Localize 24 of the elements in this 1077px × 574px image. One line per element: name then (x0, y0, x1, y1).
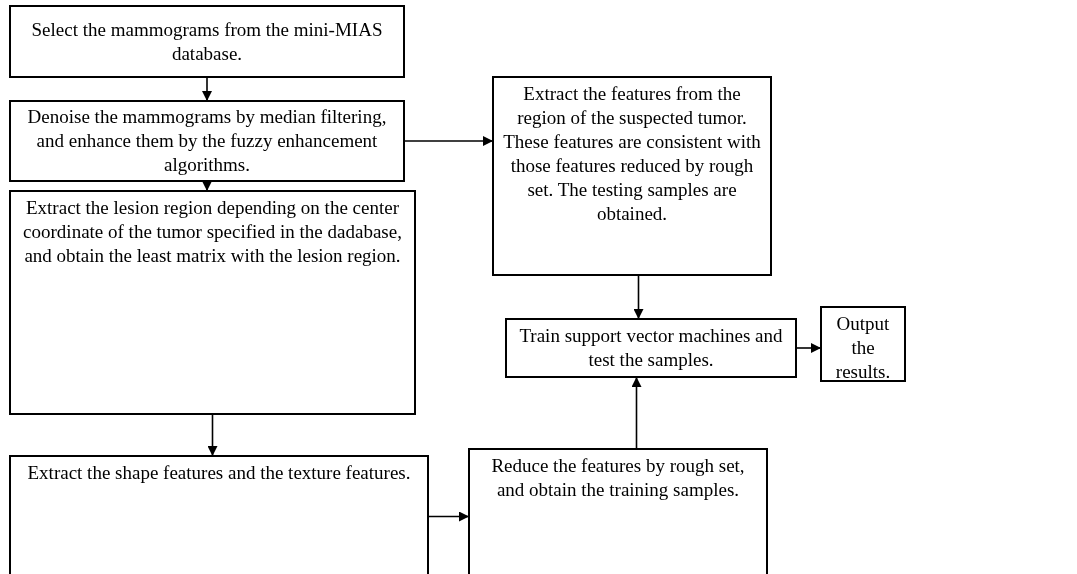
process-box (505, 318, 797, 378)
step-text: Train support vector machines and test the samples. (518, 324, 784, 372)
arrow (202, 181, 212, 191)
process-box (492, 76, 772, 276)
arrow (428, 511, 469, 522)
step-text: Extract the shape features and the texture features. (27, 461, 411, 485)
process-box (468, 448, 768, 574)
arrow (404, 136, 493, 146)
step-text: Reduce the features by rough set, and obtain the training samples. (490, 454, 746, 502)
arrow (207, 414, 218, 456)
step-text: Denoise the mammograms by median filtering, and enhance them by the fuzzy enhancement algorithms. (26, 105, 388, 177)
process-box (9, 100, 405, 182)
arrow (796, 343, 821, 353)
step-text: Output the results. (834, 312, 892, 384)
arrow (631, 377, 642, 449)
arrow (202, 77, 212, 101)
arrow (633, 275, 644, 319)
step-text: Extract the lesion region depending on the center coordinate of the tumor specified in the dadabase, and obtain the least matrix with the lesion region. (22, 196, 403, 268)
step-text: Extract the features from the region of the suspected tumor. These features are consistent with those features reduced by rough set. The testing samples are obtained. (502, 82, 762, 226)
process-box (820, 306, 906, 382)
step-text: Select the mammograms from the mini-MIAS database. (30, 17, 384, 66)
process-box (9, 5, 405, 78)
process-box (9, 455, 429, 574)
process-box (9, 190, 416, 415)
